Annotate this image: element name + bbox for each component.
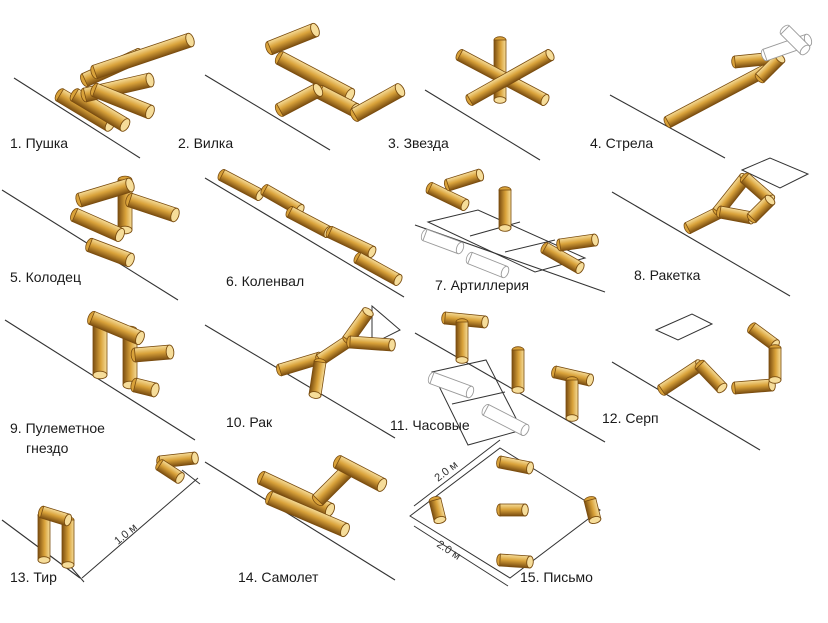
log-well-3 (75, 177, 135, 208)
sickle-ghost-outline (654, 313, 714, 341)
log-plane-4 (332, 455, 388, 492)
crayfish-claw-outline (371, 304, 401, 345)
log-sentry-ghost-2 (481, 404, 530, 436)
log-well-4 (125, 192, 180, 223)
ground-line-8 (611, 191, 791, 297)
caption-12: 12. Серп (602, 410, 659, 426)
log-crayfish-5 (346, 335, 396, 352)
caption-15: 15. Письмо (520, 569, 593, 585)
log-artillery-3 (498, 186, 512, 232)
caption-10: 10. Рак (226, 414, 273, 430)
logs-layer (37, 22, 813, 569)
ground-line-1 (13, 77, 141, 159)
caption-13: 13. Тир (10, 569, 57, 585)
log-artillery-ghost-2 (465, 251, 510, 279)
caption-3: 3. Звезда (388, 135, 449, 151)
captions: 1. Пушка 2. Вилка 3. Звезда 4. Стрела 5.… (10, 135, 701, 585)
log-crank-4 (325, 226, 377, 259)
log-star-3 (465, 49, 555, 106)
ground-line-11 (414, 332, 606, 443)
caption-11: 11. Часовые (390, 417, 470, 433)
log-fork-5 (349, 83, 406, 122)
caption-1: 1. Пушка (10, 135, 68, 151)
letter-dim-top (413, 439, 501, 507)
ground-line-10 (204, 324, 396, 439)
caption-8: 8. Ракетка (634, 267, 701, 283)
racket-ghost-outline (740, 157, 810, 189)
ground-line-9 (4, 319, 196, 441)
caption-14: 14. Самолет (238, 569, 319, 585)
log-letter-right (583, 496, 602, 524)
caption-9-line-1: 9. Пулеметное (10, 420, 105, 436)
ground-line-6 (204, 177, 405, 298)
letter-diamond-outline (409, 447, 601, 579)
log-sentry-5 (565, 376, 579, 422)
letter-dim-bottom (413, 525, 509, 587)
caption-2: 2. Вилка (178, 135, 233, 151)
guide-lines (69, 157, 810, 587)
log-letter-bottom (496, 553, 534, 569)
log-artillery-ghost-1 (420, 228, 465, 255)
log-sentry-ghost-1 (427, 371, 475, 399)
log-crank-1 (217, 169, 265, 201)
log-sentry-4 (551, 365, 594, 387)
log-letter-top (496, 455, 534, 475)
log-sentry-3 (511, 346, 525, 394)
log-arrow-ghost-2 (779, 24, 811, 56)
log-tir-target-2 (155, 459, 185, 484)
log-cannon-6 (90, 82, 155, 120)
log-artillery-1 (425, 182, 470, 212)
log-fork-1 (265, 22, 320, 56)
log-sickle-2 (694, 359, 728, 394)
log-well-2 (70, 208, 125, 243)
tir-ext-1 (69, 565, 85, 583)
tir-distance-label: 1.0 м (112, 521, 140, 547)
log-artillery-2 (443, 168, 485, 192)
caption-4: 4. Стрела (590, 135, 653, 151)
log-sentry-2 (455, 318, 469, 364)
log-crayfish-3 (308, 358, 327, 399)
log-artillery-4 (540, 242, 585, 274)
ground-line-12 (611, 361, 761, 451)
log-racket-5 (746, 194, 776, 224)
log-nest-5 (130, 377, 160, 398)
log-tir-3 (37, 505, 73, 527)
artillery-platform-outline (426, 209, 587, 273)
log-plane-2 (265, 490, 350, 538)
log-letter-left (428, 496, 447, 524)
log-plane-1 (257, 471, 336, 517)
tir-ext-2 (181, 469, 201, 485)
caption-7: 7. Артиллерия (435, 277, 529, 293)
ground-line-14 (204, 461, 396, 581)
log-artillery-5 (556, 233, 599, 252)
ground-line-7 (414, 224, 606, 293)
caption-5: 5. Колодец (10, 269, 81, 285)
tir-dimension-line (81, 477, 199, 579)
ground-line-2 (204, 74, 331, 151)
log-cannon-5 (90, 32, 195, 80)
log-crank-5 (353, 252, 403, 286)
log-nest-4 (130, 344, 175, 363)
letter-side-bottom-label: 2.0 м (434, 538, 462, 562)
log-nest-3 (87, 310, 145, 346)
log-letter-center (496, 503, 529, 517)
caption-9-line-2: гнездо (26, 440, 69, 456)
log-sickle-5 (768, 344, 782, 384)
log-well-5 (85, 237, 135, 268)
log-fork-4 (274, 83, 324, 117)
caption-6: 6. Коленвал (226, 273, 304, 289)
ground-line-3 (424, 89, 541, 161)
